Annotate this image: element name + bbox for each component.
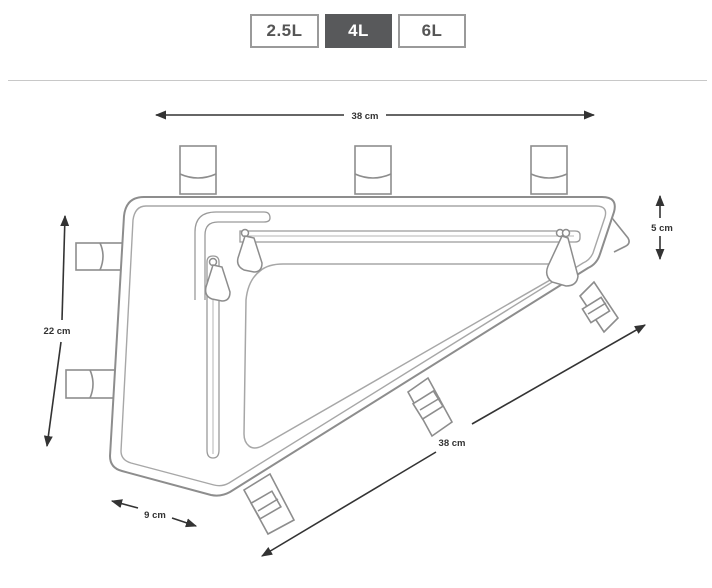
top-strap-right — [530, 145, 568, 195]
zipper-pull-side — [204, 257, 231, 302]
bag-outline — [108, 196, 616, 497]
front-short-label: 9 cm — [144, 510, 166, 521]
left-strap-lower — [65, 369, 121, 399]
dim-bottom-length: 38 cm — [261, 324, 646, 557]
dim-height: 22 cm — [44, 214, 71, 448]
bottom-strap-right — [578, 280, 620, 334]
zipper-pull-top-right — [545, 228, 579, 287]
zipper-garage — [194, 211, 271, 300]
size-selector: 2.5L 4L 6L — [0, 14, 712, 52]
top-strap-left — [179, 145, 217, 195]
dim-depth-side: 5 cm — [651, 194, 673, 261]
top-length-label: 38 cm — [352, 111, 379, 122]
size-tab-4l[interactable]: 4L — [325, 14, 392, 48]
side-gusset — [611, 217, 630, 253]
bag-inner-seam — [120, 205, 607, 487]
bottom-strap-left — [242, 472, 296, 536]
depth-side-label: 5 cm — [651, 223, 673, 234]
bottom-length-label: 38 cm — [439, 438, 466, 449]
top-strap-middle — [354, 145, 392, 195]
section-divider — [8, 80, 707, 81]
dim-top-length: 38 cm — [154, 110, 596, 122]
zipper-pull-top-left — [236, 228, 263, 273]
height-label: 22 cm — [44, 326, 71, 337]
size-tab-6l[interactable]: 6L — [398, 14, 466, 48]
size-tab-2-5l[interactable]: 2.5L — [250, 14, 319, 48]
dim-front-short: 9 cm — [110, 499, 198, 528]
bottom-strap-middle — [406, 376, 454, 438]
